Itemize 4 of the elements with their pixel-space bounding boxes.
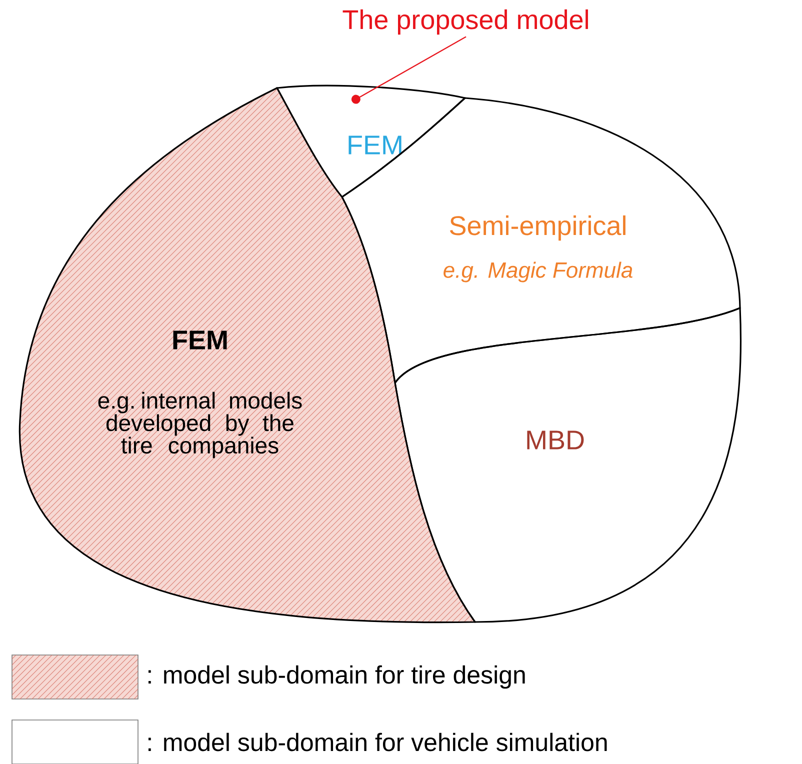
legend-text: : model sub-domain for vehicle simulation bbox=[148, 732, 607, 752]
legend-text: : model sub-domain for tire design bbox=[148, 665, 525, 689]
region: MBD bbox=[394, 307, 742, 623]
leader-line bbox=[351, 36, 466, 104]
